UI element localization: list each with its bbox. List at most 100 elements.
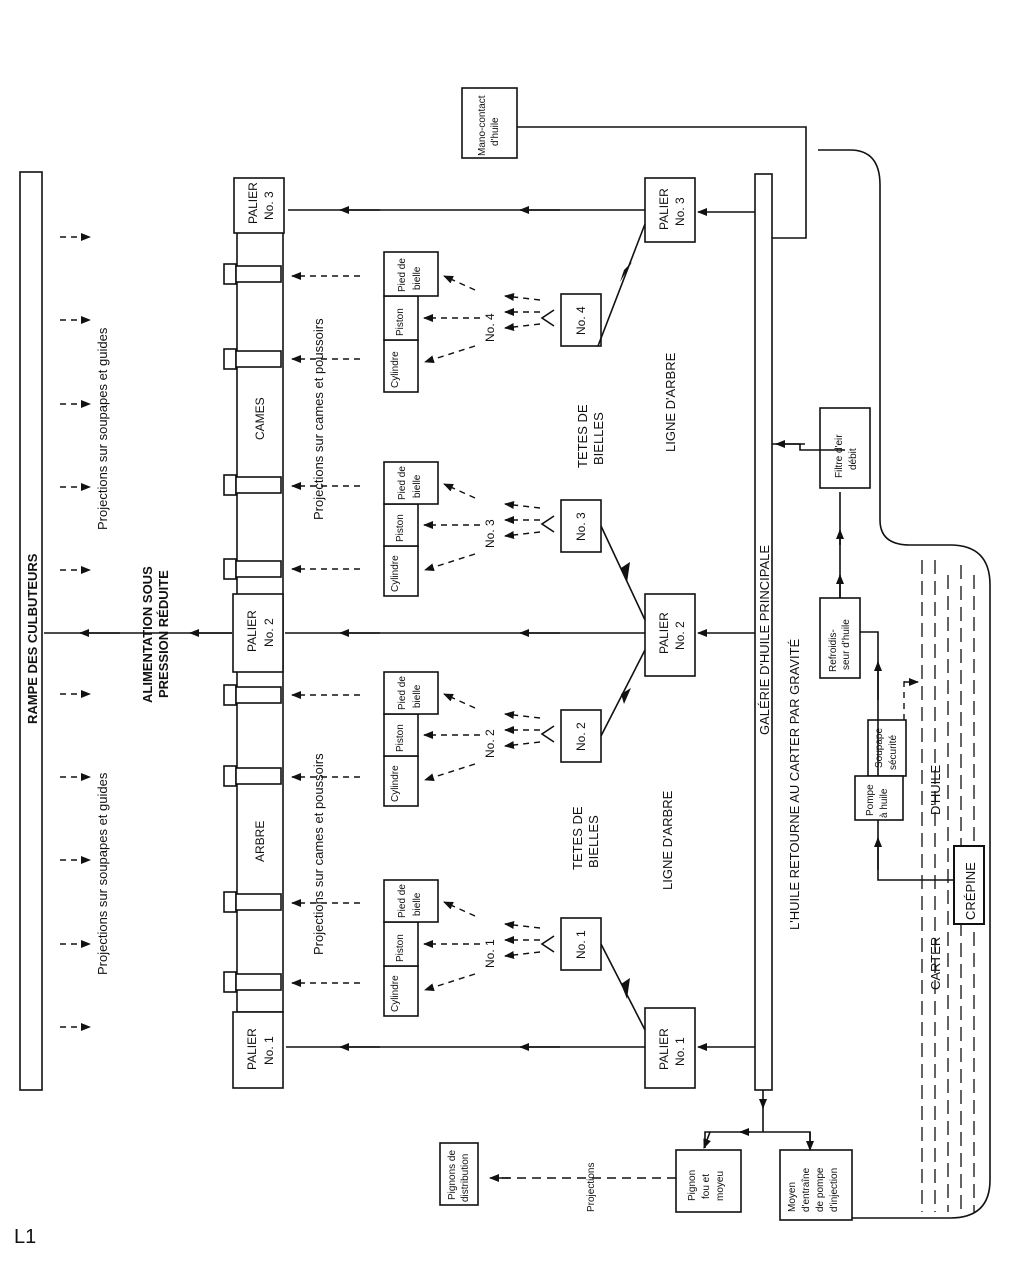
cames-label: CAMES bbox=[253, 397, 267, 440]
svg-text:bielle: bielle bbox=[412, 684, 423, 708]
palier-3-top-label-2: No. 3 bbox=[262, 191, 276, 220]
refroidisseur-box bbox=[819, 597, 861, 679]
palier-to-bielle-arrows bbox=[597, 223, 646, 1031]
palier-1-top-label-1: PALIER bbox=[245, 1028, 259, 1070]
bottom-split bbox=[704, 1131, 811, 1150]
bielle-2-label: No. 2 bbox=[574, 722, 588, 751]
soupape-relief bbox=[903, 681, 915, 720]
tetes-lower-1: TETES DE bbox=[570, 806, 585, 870]
filtre-label-2: débit bbox=[848, 448, 859, 470]
palier-2-bot-label-1: PALIER bbox=[657, 612, 671, 654]
palier-2-bot bbox=[644, 593, 696, 677]
alimentation-label-1: ALIMENTATION SOUS bbox=[140, 566, 155, 703]
palier-2-top bbox=[232, 593, 284, 673]
palier-3-bot bbox=[644, 177, 696, 243]
rampe-spray-arrows bbox=[60, 233, 91, 1031]
proj-soupapes-lower: Projections sur soupapes et guides bbox=[95, 772, 110, 975]
crepine-box bbox=[953, 845, 985, 925]
pompe-box bbox=[854, 775, 904, 821]
moyen-label-2: d'entraîne bbox=[801, 1167, 812, 1212]
tetes-lower-2: BIELLES bbox=[586, 815, 601, 868]
pignon-label-3: moyeu bbox=[715, 1171, 726, 1201]
cylinder-group-3: Cylindre Piston Pied de bielle bbox=[383, 461, 439, 597]
pignon-label-1: Pignon bbox=[687, 1170, 698, 1201]
svg-text:bielle: bielle bbox=[412, 892, 423, 916]
carter-outline bbox=[818, 149, 991, 1219]
proj-soupapes-upper: Projections sur soupapes et guides bbox=[95, 327, 110, 530]
pignon-label-2: fou et bbox=[701, 1174, 712, 1199]
crepine-to-pompe bbox=[877, 820, 954, 881]
main-feed-lines bbox=[44, 206, 755, 1051]
pignon-box bbox=[675, 1149, 742, 1213]
svg-text:Piston: Piston bbox=[395, 514, 406, 542]
rampe-label: RAMPE DES CULBUTEURS bbox=[25, 553, 40, 724]
retour-label: L'HUILE RETOURNE AU CARTER PAR GRAVITÉ bbox=[787, 638, 802, 930]
palier-2-top-label-1: PALIER bbox=[245, 610, 259, 652]
group-3-no: No. 3 bbox=[483, 519, 497, 548]
pompe-label-2: à huile bbox=[879, 788, 890, 818]
splash-arrows bbox=[423, 275, 541, 992]
group-1-no: No. 1 bbox=[483, 939, 497, 968]
ligne-arbre-upper: LIGNE D'ARBRE bbox=[663, 352, 678, 452]
mano-label-2: d'huile bbox=[490, 117, 501, 146]
group-2-no: No. 2 bbox=[483, 729, 497, 758]
palier-3-top bbox=[233, 177, 285, 234]
soupape-box bbox=[867, 719, 907, 777]
moyen-box bbox=[779, 1149, 853, 1221]
bielle-box-3 bbox=[560, 499, 602, 553]
palier-1-bot-label-2: No. 1 bbox=[673, 1037, 687, 1066]
cylinder-group-4: Cylindre Piston Pied de bielle bbox=[383, 251, 439, 393]
svg-text:Cylindre: Cylindre bbox=[390, 555, 401, 592]
svg-text:Cylindre: Cylindre bbox=[390, 975, 401, 1012]
projections-label: Projections bbox=[586, 1163, 597, 1212]
proj-cames-upper: Projections sur cames et poussoirs bbox=[311, 318, 326, 520]
cam-spray-arrows bbox=[291, 272, 360, 987]
svg-text:Pied de: Pied de bbox=[397, 466, 408, 500]
ligne-arbre-lower: LIGNE D'ARBRE bbox=[660, 790, 675, 890]
palier-3-bot-label-1: PALIER bbox=[657, 188, 671, 230]
arbre-label: ARBRE bbox=[253, 821, 267, 862]
palier-1-top bbox=[232, 1011, 284, 1089]
refroid-label-2: seur d'huile bbox=[841, 619, 852, 670]
spray-origins bbox=[540, 309, 555, 953]
mano-contact-box bbox=[461, 87, 518, 159]
galerie-label: GALÉRIE D'HUILE PRINCIPALE bbox=[757, 545, 772, 735]
palier-2-bot-label-2: No. 2 bbox=[673, 621, 687, 650]
svg-text:Cylindre: Cylindre bbox=[390, 351, 401, 388]
pignons-dist-label-2: distribution bbox=[460, 1154, 471, 1202]
page-label: L1 bbox=[14, 1226, 37, 1248]
filtre-label-1: Filtre d'eir bbox=[834, 434, 845, 478]
carter-label: CARTER bbox=[928, 937, 943, 990]
filtre-box bbox=[819, 407, 871, 489]
mano-line bbox=[517, 126, 807, 239]
cylinder-group-1: Cylindre Piston Pied de bielle bbox=[383, 879, 439, 1017]
palier-1-bot bbox=[644, 1007, 696, 1089]
palier-2-top-label-2: No. 2 bbox=[262, 618, 276, 647]
svg-text:Piston: Piston bbox=[395, 308, 406, 336]
svg-text:bielle: bielle bbox=[412, 266, 423, 290]
mano-label-1: Mano-contact bbox=[477, 95, 488, 156]
group-4-no: No. 4 bbox=[483, 313, 497, 342]
proj-cames-lower: Projections sur cames et poussoirs bbox=[311, 753, 326, 955]
moyen-label-4: d'injection bbox=[829, 1168, 840, 1212]
soupape-label-1: Soupape bbox=[874, 728, 885, 768]
tetes-upper-2: BIELLES bbox=[591, 412, 606, 465]
pompe-to-refroid bbox=[860, 631, 879, 776]
rampe-bar bbox=[19, 171, 43, 1091]
soupape-label-2: sécurité bbox=[888, 735, 899, 770]
svg-text:Cylindre: Cylindre bbox=[390, 765, 401, 802]
alimentation-label-2: PRESSION RÉDUITE bbox=[156, 570, 171, 698]
svg-text:Piston: Piston bbox=[395, 724, 406, 752]
moyen-label-3: de pompe bbox=[815, 1167, 826, 1212]
crepine-label: CRÉPINE bbox=[963, 862, 978, 920]
bielle-box-1 bbox=[560, 917, 602, 971]
palier-3-top-label-1: PALIER bbox=[246, 182, 260, 224]
pignons-dist-box bbox=[439, 1142, 479, 1206]
svg-text:Pied de: Pied de bbox=[397, 258, 408, 292]
svg-text:bielle: bielle bbox=[412, 474, 423, 498]
palier-3-bot-label-2: No. 3 bbox=[673, 197, 687, 226]
svg-text:Piston: Piston bbox=[395, 934, 406, 962]
palier-1-top-label-2: No. 1 bbox=[262, 1036, 276, 1065]
